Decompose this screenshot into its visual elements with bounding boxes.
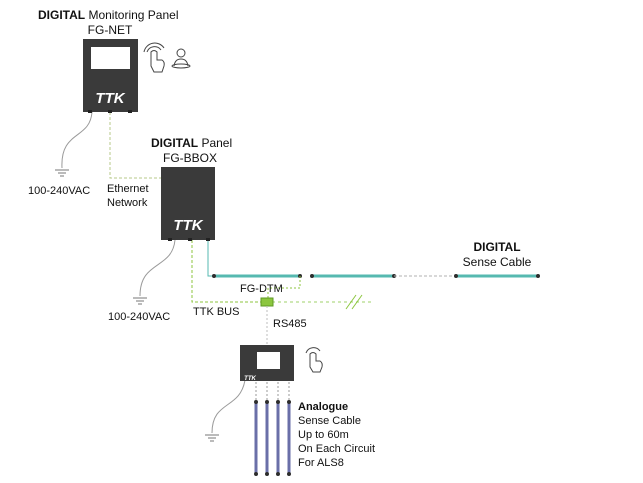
- als-panel-logo: TTK: [244, 376, 256, 382]
- dtm-drop: [267, 276, 301, 298]
- power-label-bottom: 100-240VAC: [108, 311, 171, 323]
- als-panel-screen: [257, 352, 280, 369]
- analogue-title: Analogue: [298, 401, 349, 413]
- monitoring-panel-model: FG-NET: [87, 23, 133, 37]
- power-wire-bottom: [139, 239, 176, 297]
- ground-symbol-bottom: [133, 297, 147, 305]
- rs485-label: RS485: [273, 318, 307, 330]
- fg-net-panel: TTK: [83, 39, 138, 113]
- sense-cable-connector: [207, 240, 214, 277]
- monitoring-panel-title-bold: DIGITAL: [38, 8, 86, 22]
- fg-bbox-panel: TTK: [161, 167, 215, 241]
- fg-bbox-logo: TTK: [173, 217, 203, 234]
- bbox-panel-title: DIGITAL Panel: [151, 137, 232, 150]
- sense-cable-title-rest: Sense Cable: [462, 255, 532, 269]
- fg-net-logo: TTK: [95, 90, 125, 107]
- ethernet-label-line1: Ethernet: [107, 183, 149, 195]
- digital-sense-cable: [212, 274, 540, 278]
- sense-cable-title-bold: DIGITAL: [473, 240, 521, 254]
- analogue-sense-cables: [254, 382, 291, 476]
- fg-dtm-module: [260, 297, 274, 307]
- power-label-top: 100-240VAC: [28, 185, 91, 197]
- als-panel: TTK: [240, 345, 294, 382]
- touch-icon: [143, 42, 165, 73]
- bbox-panel-title-rest: Panel: [198, 136, 233, 150]
- fg-dtm-label: FG-DTM: [240, 283, 283, 295]
- als-touch-icon: [305, 347, 323, 373]
- analogue-line4: For ALS8: [298, 457, 344, 469]
- bus-break-mark: [345, 294, 363, 310]
- ttk-bus-label: TTK BUS: [193, 306, 240, 318]
- analogue-line1: Sense Cable: [298, 415, 361, 427]
- ttk-bus-link: [191, 240, 262, 303]
- ground-symbol-als: [205, 434, 219, 442]
- bbox-panel-title-bold: DIGITAL: [151, 136, 199, 150]
- ground-symbol-top: [55, 169, 69, 177]
- ethernet-label-line2: Network: [107, 197, 148, 209]
- bbox-panel-model: FG-BBOX: [162, 151, 217, 165]
- power-wire-top: [61, 111, 93, 169]
- power-wire-als: [211, 379, 246, 434]
- monitoring-panel-title: DIGITAL Monitoring Panel: [38, 9, 179, 22]
- analogue-line2: Up to 60m: [298, 429, 349, 441]
- fg-net-screen: [91, 47, 130, 69]
- user-location-icon: [171, 48, 191, 69]
- analogue-line3: On Each Circuit: [298, 443, 376, 455]
- monitoring-panel-title-rest: Monitoring Panel: [85, 8, 179, 22]
